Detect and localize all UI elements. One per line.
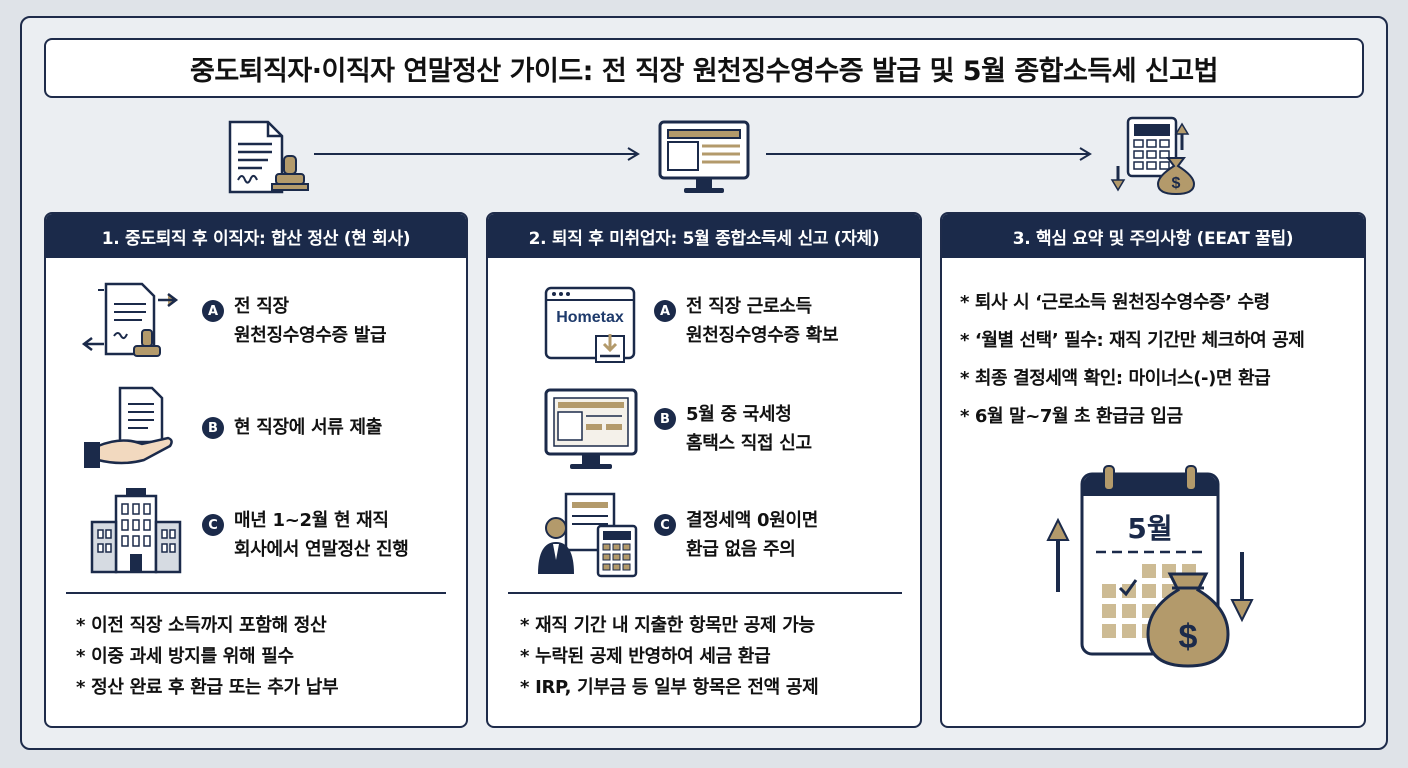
- step-text: 전 직장 근로소득 원천징수영수증 확보: [686, 296, 839, 346]
- panel-1: 1. 중도퇴직 후 이직자: 합산 정산 (현 회사) A 전 직장 원천징수영…: [44, 212, 468, 728]
- monitor-form-icon: [544, 388, 638, 469]
- person-calculator-icon: [538, 492, 638, 578]
- badge-b: B: [202, 417, 224, 439]
- note-item: * 누락된 공제 반영하여 세금 환급: [520, 646, 771, 667]
- panel-3-header: 3. 핵심 요약 및 주의사항 (EEAT 꿀팁): [942, 214, 1364, 258]
- badge-a: A: [202, 300, 224, 322]
- hometax-download-icon: Hometax: [544, 286, 636, 363]
- panel-2-header: 2. 퇴직 후 미취업자: 5월 종합소득세 신고 (자체): [488, 214, 920, 258]
- tips-list: * 퇴사 시 ‘근로소득 원천징수영수증’ 수령 * ‘월별 선택’ 필수: 재…: [960, 284, 1305, 436]
- monitor-icon: [658, 120, 750, 193]
- divider: [66, 592, 446, 594]
- tip-item: * 6월 말~7월 초 환급금 입금: [960, 406, 1183, 427]
- panel-3: 3. 핵심 요약 및 주의사항 (EEAT 꿀팁) * 퇴사 시 ‘근로소득 원…: [940, 212, 1366, 728]
- note-item: * 이전 직장 소득까지 포함해 정산: [76, 615, 327, 636]
- badge-a: A: [654, 300, 676, 322]
- badge-c: C: [654, 514, 676, 536]
- calendar-money-icon: 5월 $: [1046, 465, 1254, 668]
- hand-document-icon: [84, 386, 173, 468]
- document-stamp-icon: [228, 120, 309, 194]
- page-title: 중도퇴직자·이직자 연말정산 가이드: 전 직장 원천징수영수증 발급 및 5월…: [190, 55, 1218, 87]
- note-item: * 재직 기간 내 지출한 항목만 공제 가능: [520, 615, 815, 636]
- flow-arrow-2: [766, 147, 1092, 161]
- badge-b: B: [654, 408, 676, 430]
- flow-arrow-1: [314, 147, 640, 161]
- step-text: 현 직장에 서류 제출: [234, 417, 382, 438]
- panel-2: 2. 퇴직 후 미취업자: 5월 종합소득세 신고 (자체) Hometax A…: [486, 212, 922, 728]
- step-text: 매년 1~2월 현 재직 회사에서 연말정산 진행: [234, 510, 409, 560]
- office-building-icon: [90, 488, 182, 574]
- calculator-money-icon: $: [1110, 116, 1196, 196]
- step-text: 전 직장 원천징수영수증 발급: [234, 296, 387, 346]
- badge-c: C: [202, 514, 224, 536]
- notes-list: * 재직 기간 내 지출한 항목만 공제 가능 * 누락된 공제 반영하여 세금…: [520, 610, 819, 703]
- panel-1-header: 1. 중도퇴직 후 이직자: 합산 정산 (현 회사): [46, 214, 466, 258]
- hometax-label: Hometax: [556, 309, 624, 326]
- document-transfer-icon: [81, 282, 179, 357]
- step-text: 결정세액 0원이면 환급 없음 주의: [686, 510, 819, 560]
- svg-text:$: $: [1179, 618, 1198, 656]
- step-text: 5월 중 국세청 홈택스 직접 신고: [686, 404, 812, 454]
- title-box: 중도퇴직자·이직자 연말정산 가이드: 전 직장 원천징수영수증 발급 및 5월…: [44, 38, 1364, 98]
- tip-item: * ‘월별 선택’ 필수: 재직 기간만 체크하여 공제: [960, 330, 1305, 351]
- svg-text:$: $: [1172, 175, 1181, 192]
- note-item: * IRP, 기부금 등 일부 항목은 전액 공제: [520, 677, 819, 698]
- calendar-month-label: 5월: [1127, 512, 1172, 545]
- note-item: * 정산 완료 후 환급 또는 추가 납부: [76, 677, 339, 698]
- note-item: * 이중 과세 방지를 위해 필수: [76, 646, 294, 667]
- tip-item: * 퇴사 시 ‘근로소득 원천징수영수증’ 수령: [960, 292, 1270, 313]
- divider: [508, 592, 902, 594]
- tip-item: * 최종 결정세액 확인: 마이너스(-)면 환급: [960, 368, 1271, 389]
- notes-list: * 이전 직장 소득까지 포함해 정산 * 이중 과세 방지를 위해 필수 * …: [76, 610, 339, 703]
